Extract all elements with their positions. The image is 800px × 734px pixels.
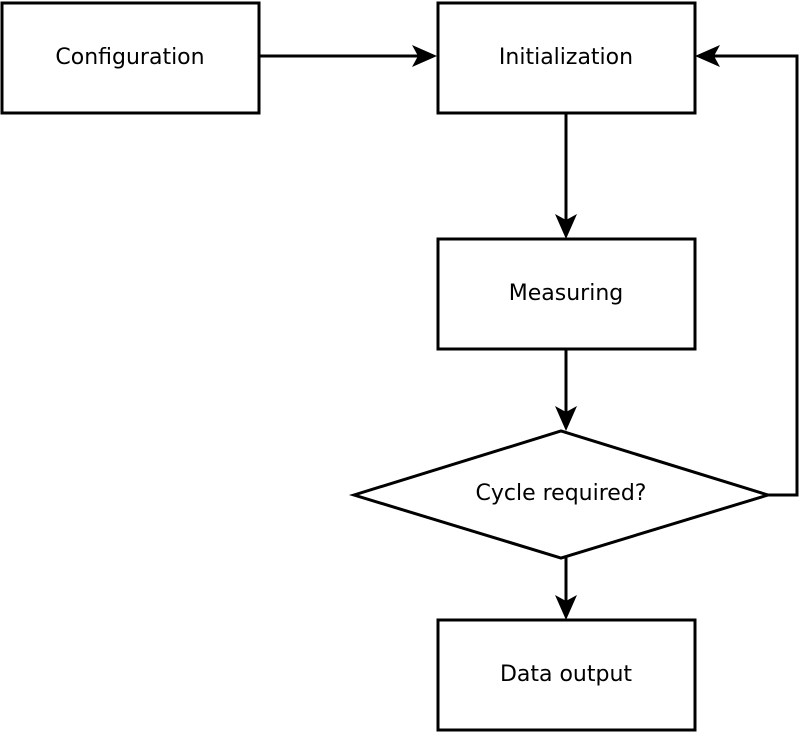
node-shape-configuration[interactable]	[0, 1, 261, 115]
node-shape-measuring[interactable]	[436, 237, 697, 351]
arrowhead-icon-configuration-to-initialization	[412, 45, 437, 67]
edge-layer	[259, 45, 799, 620]
node-data-output[interactable]: Data output	[436, 618, 697, 732]
node-configuration[interactable]: Configuration	[0, 1, 261, 115]
node-shape-cycle-required[interactable]	[348, 429, 774, 560]
node-cycle-required[interactable]: Cycle required?	[348, 429, 774, 560]
node-label-configuration: Configuration	[55, 45, 204, 70]
node-label-data-output: Data output	[500, 662, 632, 687]
edge-line-cycle-required-to-initialization-feedback	[714, 54, 799, 497]
node-layer: Configuration Initialization Measuring C…	[0, 1, 774, 732]
edge-measuring-to-cycle-required	[555, 349, 577, 431]
node-shape-data-output[interactable]	[436, 618, 697, 732]
node-shape-initialization[interactable]	[436, 1, 697, 115]
node-label-initialization: Initialization	[499, 45, 633, 70]
arrowhead-icon-cycle-required-to-data-output	[555, 595, 577, 620]
arrowhead-icon-initialization-to-measuring	[555, 214, 577, 239]
node-initialization[interactable]: Initialization	[436, 1, 697, 115]
arrowhead-icon-cycle-required-to-initialization-feedback	[695, 45, 720, 67]
edge-configuration-to-initialization	[259, 45, 437, 67]
node-measuring[interactable]: Measuring	[436, 237, 697, 351]
arrowhead-icon-measuring-to-cycle-required	[555, 406, 577, 431]
edge-initialization-to-measuring	[555, 113, 577, 239]
edge-cycle-required-to-initialization-feedback	[695, 45, 799, 497]
node-label-measuring: Measuring	[509, 281, 623, 306]
node-label-cycle-required: Cycle required?	[476, 481, 647, 506]
edge-cycle-required-to-data-output	[555, 556, 577, 620]
